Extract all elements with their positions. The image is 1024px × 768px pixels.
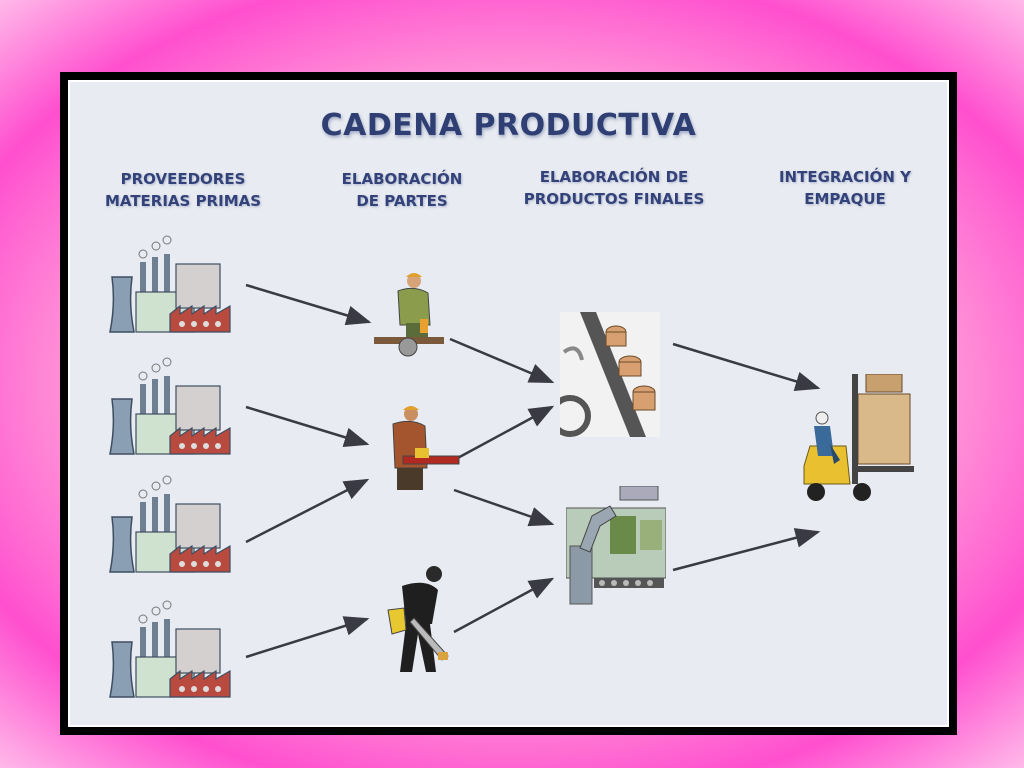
factory-icon	[109, 235, 231, 333]
arrow-factory1-worker1	[245, 283, 372, 326]
worker-handsaw-icon	[387, 566, 449, 672]
arrow-worker3-robot	[453, 577, 555, 634]
robot-machine-icon	[566, 486, 666, 605]
factory-icon	[109, 357, 231, 455]
column-header-elaboracion-partes: ELABORACIÓN DE PARTES	[341, 170, 463, 210]
conveyor-machine-icon	[560, 312, 660, 437]
factory-icon	[109, 600, 231, 698]
diagram-title: CADENA PRODUCTIVA	[320, 108, 697, 143]
column-header-proveedores: PROVEEDORES MATERIAS PRIMAS	[104, 170, 262, 210]
worker-grinder-icon	[374, 273, 444, 357]
arrow-worker2-conveyor	[453, 405, 555, 462]
arrow-robot-forklift	[672, 528, 821, 572]
arrow-worker1-conveyor	[449, 337, 555, 384]
arrow-worker2-robot	[453, 488, 555, 527]
worker-saw-icon	[392, 406, 460, 490]
column-header-productos-finales: ELABORACIÓN DE PRODUCTOS FINALES	[523, 168, 705, 208]
flow-arrows	[245, 283, 821, 659]
diagram-panel: CADENA PRODUCTIVA PROVEEDORES MATERIAS P…	[68, 80, 949, 727]
factory-icon	[109, 475, 231, 573]
arrow-factory4-worker3	[245, 616, 370, 659]
arrow-factory2-worker2	[245, 405, 370, 447]
forklift-icon	[803, 374, 914, 501]
arrow-conveyor-forklift	[672, 342, 821, 392]
column-header-integracion: INTEGRACIÓN Y EMPAQUE	[778, 168, 912, 208]
arrow-factory3-worker2	[245, 478, 370, 544]
diagram-frame: CADENA PRODUCTIVA PROVEEDORES MATERIAS P…	[60, 72, 957, 735]
